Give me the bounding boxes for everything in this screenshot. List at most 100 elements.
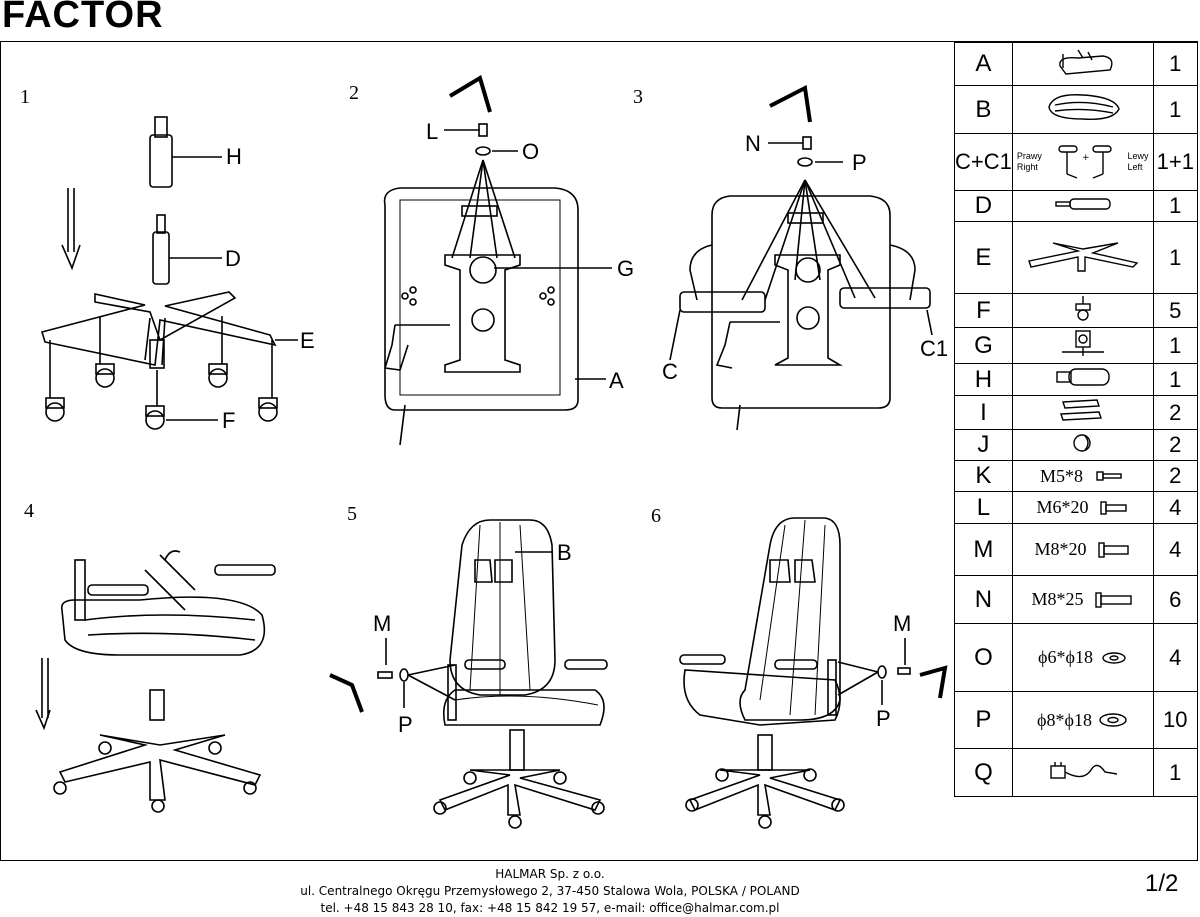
plug-icon <box>1011 748 1154 797</box>
part-letter: H <box>954 363 1013 396</box>
svg-text:+: + <box>1082 153 1090 163</box>
step-number-5: 5 <box>347 503 357 525</box>
label-L: L <box>426 119 439 144</box>
parts-row: E 1 <box>954 221 1199 294</box>
label-N: N <box>745 131 761 156</box>
part-qty: 2 <box>1152 460 1199 492</box>
part-qty: 1 <box>1152 42 1199 86</box>
washer-icon: ϕ6*ϕ18 <box>1011 623 1154 692</box>
part-letter: P <box>954 691 1013 749</box>
screw-spec: M8*20 <box>1034 539 1087 559</box>
parts-row: F 5 <box>954 293 1199 328</box>
armrest-right-pl: Prawy <box>1016 151 1042 161</box>
parts-row: K M5*8 2 <box>954 460 1199 492</box>
label-A: A <box>609 368 624 393</box>
part-qty: 2 <box>1152 429 1199 461</box>
parts-row: J 2 <box>954 429 1199 461</box>
part-qty: 1+1 <box>1152 133 1199 191</box>
page-number: 1/2 <box>1145 870 1179 897</box>
part-letter: J <box>954 429 1013 461</box>
part-letter: D <box>954 190 1013 222</box>
part-qty: 4 <box>1152 523 1199 576</box>
backrest-icon <box>1011 85 1154 134</box>
armrest-right-en: Right <box>1016 162 1038 172</box>
part-letter: Q <box>954 748 1013 797</box>
label-E: E <box>300 328 315 353</box>
parts-row: P ϕ8*ϕ18 10 <box>954 691 1199 749</box>
label-H: H <box>226 144 242 169</box>
step5-drawing <box>329 519 608 829</box>
part-qty: 5 <box>1152 293 1199 328</box>
step6-drawing <box>679 517 948 829</box>
part-letter: C+C1 <box>954 133 1013 191</box>
label-P-step6: P <box>876 706 891 731</box>
part-letter: N <box>954 575 1013 624</box>
armrest-left-pl: Lewy <box>1127 151 1149 161</box>
part-letter: E <box>954 221 1013 294</box>
step-number-4: 4 <box>24 500 34 522</box>
part-qty: 2 <box>1152 395 1199 430</box>
cap-icon <box>1011 429 1154 461</box>
parts-row: G 1 <box>954 327 1199 364</box>
part-qty: 4 <box>1152 491 1199 524</box>
step2-drawing <box>383 74 612 446</box>
parts-row: L M6*20 4 <box>954 491 1199 524</box>
part-letter: I <box>954 395 1013 430</box>
screw-icon: M5*8 <box>1011 460 1154 492</box>
footer-address: ul. Centralnego Okręgu Przemysłowego 2, … <box>300 884 800 898</box>
caster-icon <box>1011 293 1154 328</box>
parts-row: B 1 <box>954 85 1199 134</box>
screw-icon: M6*20 <box>1011 491 1154 524</box>
part-qty: 1 <box>1152 190 1199 222</box>
base-icon <box>1011 221 1154 294</box>
step3-drawing <box>669 84 933 431</box>
assembly-drawings <box>35 74 948 829</box>
part-letter: M <box>954 523 1013 576</box>
label-C: C <box>662 359 678 384</box>
parts-row: H 1 <box>954 363 1199 396</box>
part-qty: 1 <box>1152 327 1199 364</box>
part-letter: K <box>954 460 1013 492</box>
label-P: P <box>852 150 867 175</box>
cover-icon <box>1011 395 1154 430</box>
washer-spec: ϕ8*ϕ18 <box>1037 709 1092 730</box>
mechanism-icon <box>1011 327 1154 364</box>
screw-spec: M5*8 <box>1039 465 1083 486</box>
part-letter: O <box>954 623 1013 692</box>
footer-company: HALMAR Sp. z o.o. <box>495 867 605 881</box>
label-D: D <box>225 246 241 271</box>
screw-icon: M8*25 <box>1011 575 1154 624</box>
parts-row: Q 1 <box>954 748 1199 797</box>
part-letter: L <box>954 491 1013 524</box>
part-qty: 1 <box>1152 85 1199 134</box>
screw-spec: M8*25 <box>1031 589 1084 609</box>
parts-row: I 2 <box>954 395 1199 430</box>
parts-row: O ϕ6*ϕ18 4 <box>954 623 1199 692</box>
screw-icon: M8*20 <box>1011 523 1154 576</box>
part-letter: G <box>954 327 1013 364</box>
footer-contact: tel. +48 15 843 28 10, fax: +48 15 842 1… <box>320 901 780 915</box>
label-C1: C1 <box>920 336 949 361</box>
part-qty: 10 <box>1152 691 1199 749</box>
part-letter: B <box>954 85 1013 134</box>
part-qty: 1 <box>1152 748 1199 797</box>
step4-drawing <box>35 550 276 813</box>
step-number-3: 3 <box>633 86 643 108</box>
part-letter: A <box>954 42 1013 86</box>
step-number-1: 1 <box>20 86 30 108</box>
part-qty: 1 <box>1152 221 1199 294</box>
label-G: G <box>617 256 635 281</box>
parts-row: A 1 <box>954 42 1199 86</box>
parts-row: D 1 <box>954 190 1199 222</box>
part-qty: 6 <box>1152 575 1199 624</box>
label-B: B <box>557 540 572 565</box>
label-O: O <box>522 139 540 164</box>
instruction-frame <box>0 41 1198 861</box>
label-M-step5: M <box>373 611 392 636</box>
footer: HALMAR Sp. z o.o. ul. Centralnego Okręgu… <box>0 866 1100 917</box>
label-M-step6: M <box>893 611 912 636</box>
part-letter: F <box>954 293 1013 328</box>
